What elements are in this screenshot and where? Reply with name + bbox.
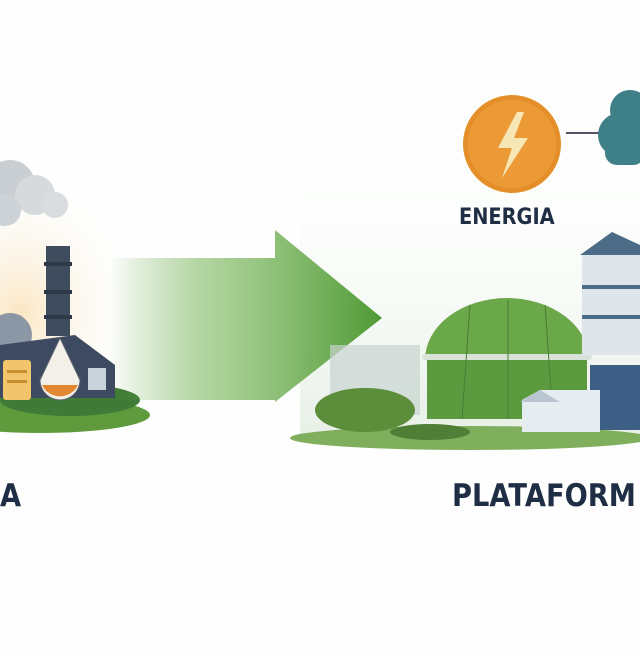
- lightning-bolt-icon: [463, 95, 561, 193]
- tower: [582, 255, 640, 355]
- left-partial-label: A: [0, 478, 22, 514]
- factory-scene: [0, 160, 150, 433]
- process-arrow: [110, 230, 382, 402]
- cloud-icon: [598, 90, 640, 165]
- platform-label: PLATAFORM: [452, 478, 636, 514]
- energy-label: ENERGIA: [459, 205, 555, 230]
- biogas-plant-scene: [290, 232, 640, 450]
- smoke-cloud-icon: [0, 160, 68, 226]
